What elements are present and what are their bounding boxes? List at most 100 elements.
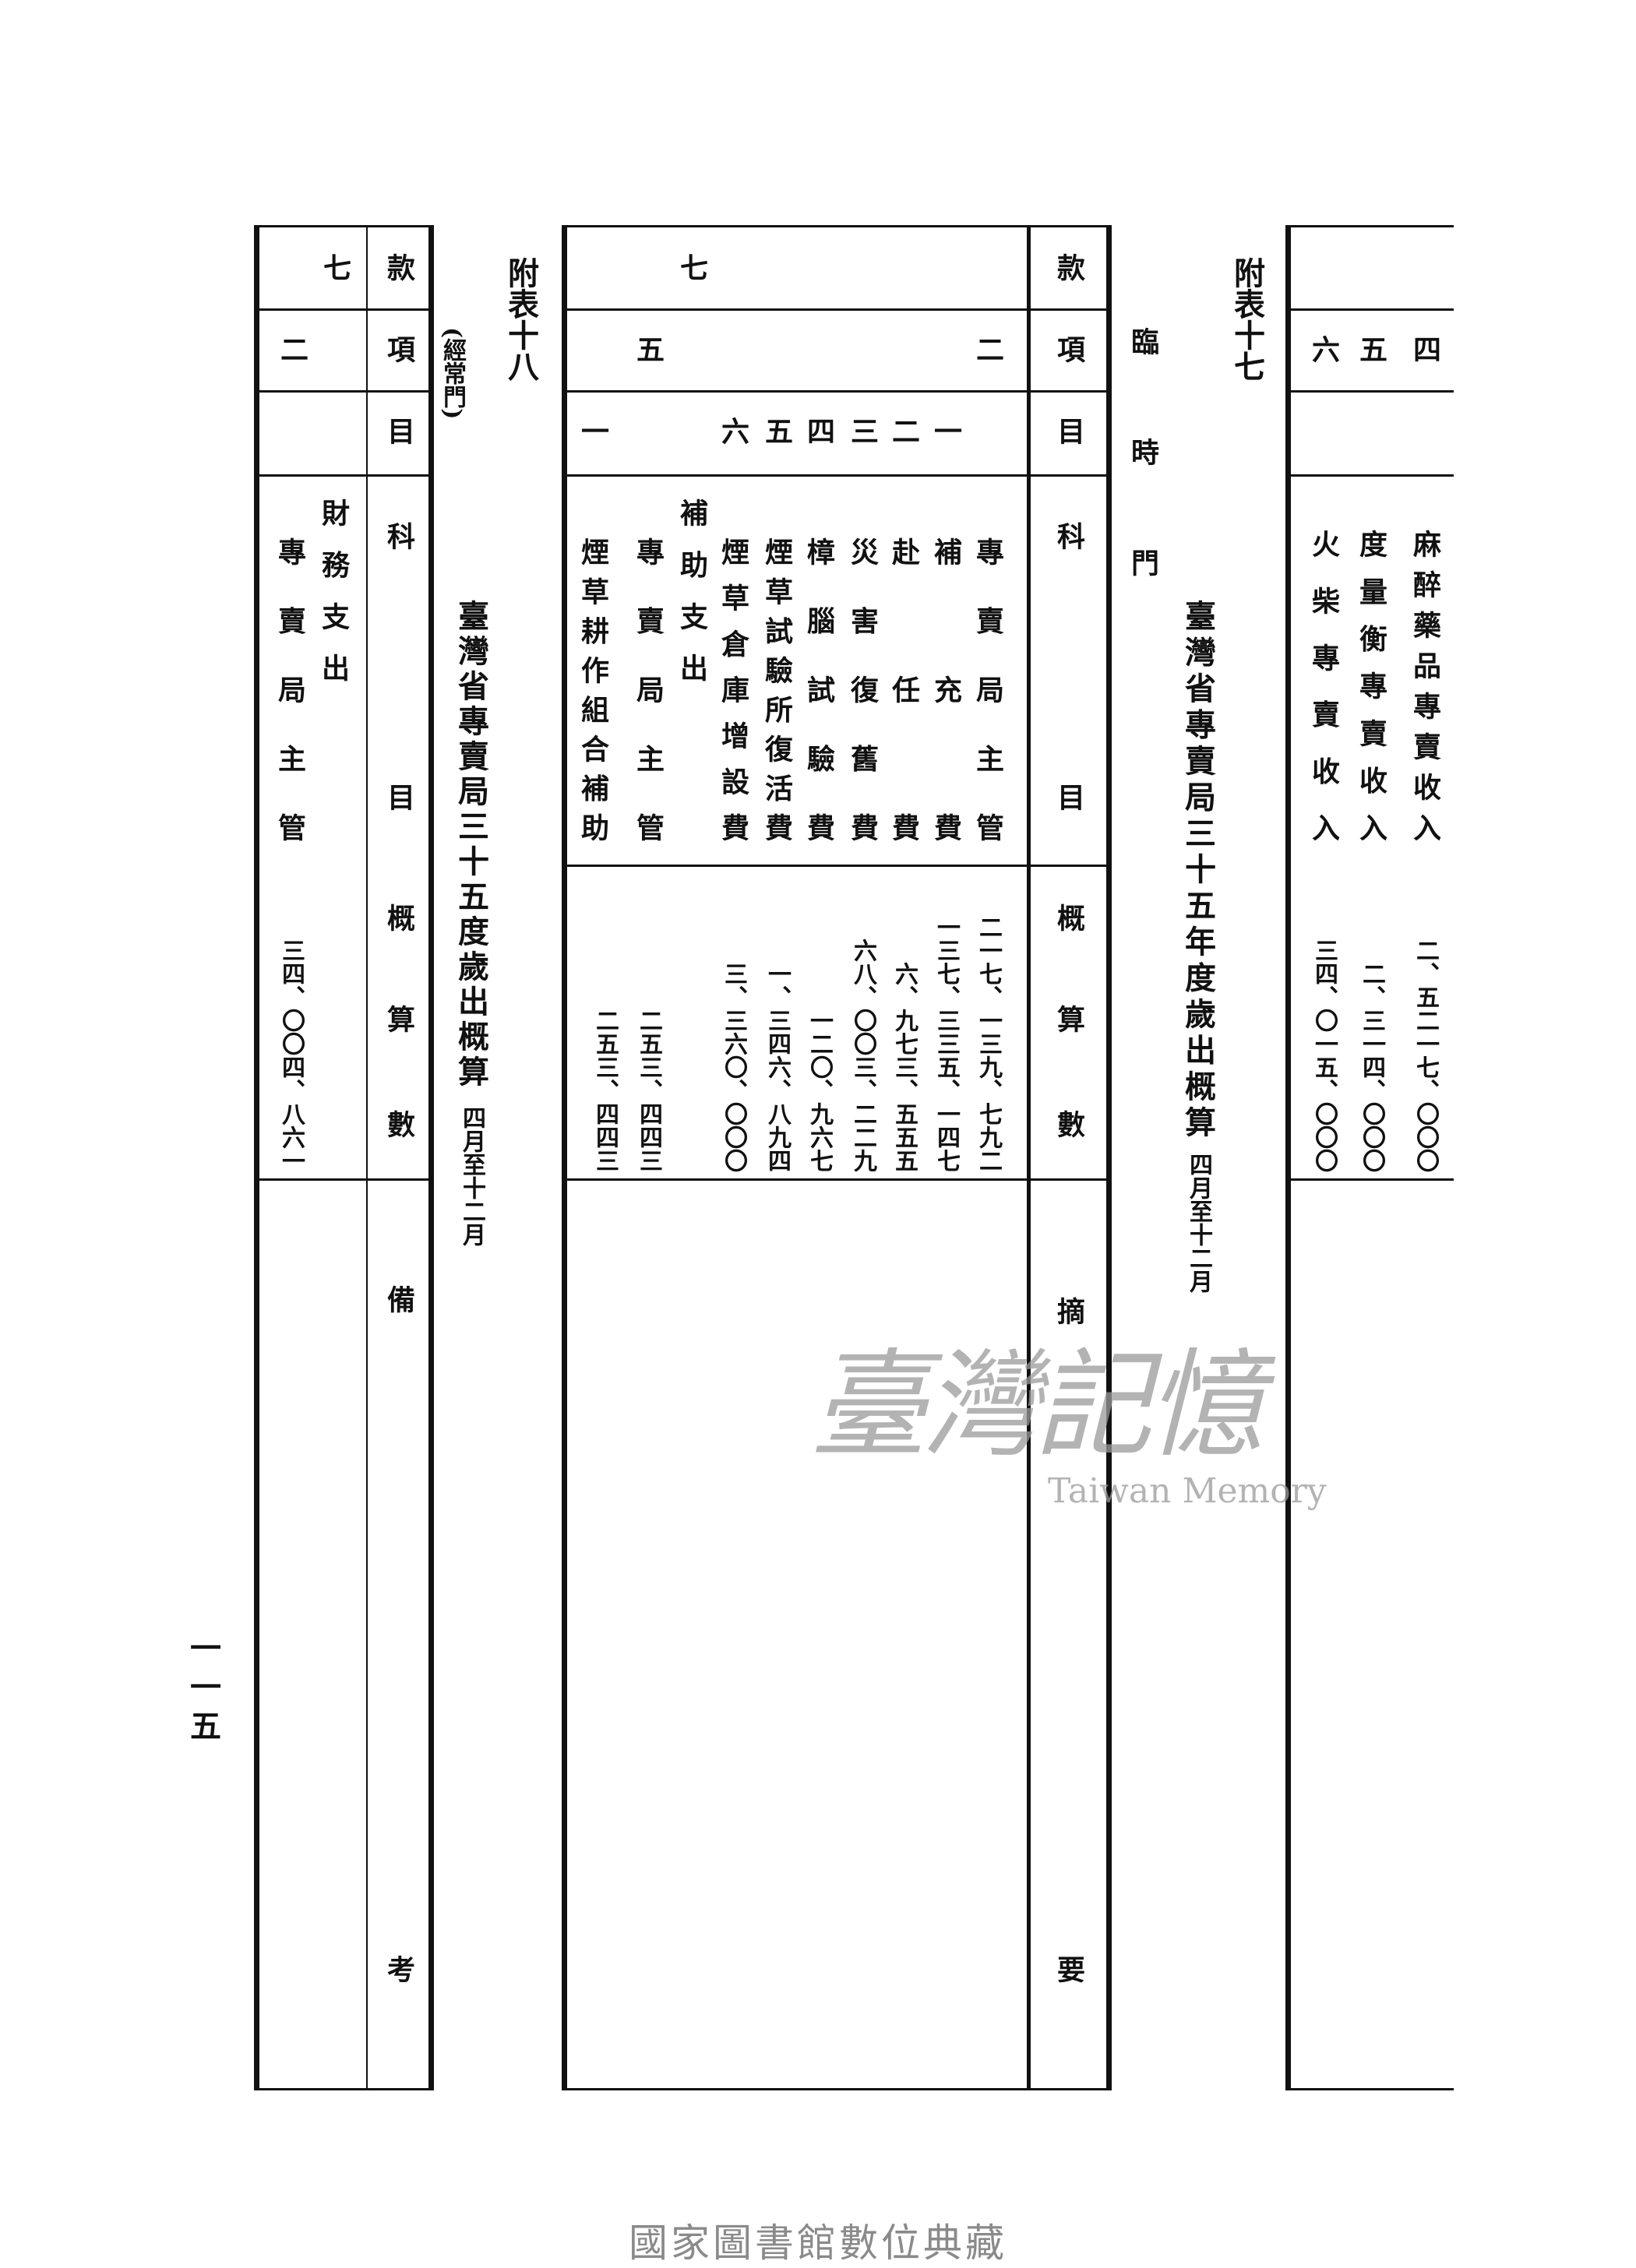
table-border — [428, 225, 434, 2090]
footer-archive-label: 國家圖書館數位典藏 — [629, 2220, 1007, 2266]
header-mu: 目 — [383, 417, 415, 445]
table-border — [1285, 225, 1291, 2090]
mu-number: 五 — [760, 417, 793, 445]
item-name: 赴任費 — [887, 537, 920, 841]
table-18-period: 四月至十二月 — [458, 1106, 485, 1246]
header-suan: 算 — [1052, 1005, 1085, 1033]
item-amount: 二五三、四四三 — [635, 1009, 662, 1172]
header-ke: 科 — [1052, 522, 1085, 550]
kuan-number: 七 — [319, 253, 351, 281]
header-ke: 科 — [383, 522, 415, 550]
amount: 三四、〇〇四、八六一 — [277, 939, 305, 1172]
mu-number: 三 — [846, 417, 879, 445]
row-divider — [1291, 474, 1454, 477]
item-amount: 二五三、四四三 — [591, 1009, 619, 1172]
item-amount: 二一七、一三九、七九二 — [975, 915, 1002, 1172]
item-name: 煙草倉庫增設費 — [717, 537, 749, 841]
kuan-number: 七 — [675, 253, 708, 281]
table-17-title: 臺灣省專賣局三十五年度歲出概算 — [1179, 600, 1216, 1137]
item-name: 度量衡專賣收入 — [1355, 530, 1387, 841]
row-divider — [259, 390, 429, 393]
header-shu: 數 — [383, 1110, 415, 1138]
row-divider — [259, 1178, 429, 1181]
watermark-english: Taiwan Memory — [1048, 1471, 1327, 1511]
table-17-section: 臨時門 — [1127, 327, 1159, 576]
mu-number: 一 — [576, 417, 609, 445]
item-name: 專賣局主管 — [971, 537, 1004, 841]
item-amount: 三、三六〇、〇〇〇 — [720, 962, 747, 1172]
mu-number: 六 — [717, 417, 749, 445]
item-name: 災害復舊費 — [846, 537, 879, 841]
table-border — [254, 225, 259, 2090]
item-name: 麻醉藥品專賣收入 — [1409, 530, 1441, 841]
table-border — [256, 2088, 432, 2090]
item-name: 煙草耕作組合補助 — [576, 537, 609, 841]
item-amount: 二、三一四、〇〇〇 — [1358, 962, 1385, 1172]
header-ke-mu: 目 — [1052, 783, 1085, 811]
table-18-title: 臺灣省專賣局三十五度歲出概算 — [453, 600, 489, 1086]
row-divider — [1291, 390, 1454, 393]
mu-number: 四 — [1409, 335, 1441, 363]
row-divider — [567, 308, 1108, 311]
item-amount: 六八、〇〇三、二二九 — [849, 939, 876, 1172]
ke-xiang-name: 專賣局主管 — [273, 537, 306, 841]
header-gai: 概 — [383, 903, 415, 932]
item-name: 專賣局主管 — [632, 537, 665, 841]
header-bei: 備 — [383, 1285, 415, 1313]
item-amount: 一二〇、九六七 — [806, 1009, 833, 1172]
item-amount: 六、九七三、五五五 — [890, 962, 918, 1172]
header-kuan: 款 — [383, 253, 415, 281]
table-border — [1288, 2088, 1454, 2090]
table-border — [564, 2088, 1111, 2090]
table-18-label: 附表十八 — [502, 257, 539, 382]
table-border — [562, 225, 567, 2090]
mu-number: 六 — [1307, 335, 1340, 363]
header-mu: 目 — [1052, 417, 1085, 445]
header-ke-mu: 目 — [383, 783, 415, 811]
row-divider — [259, 474, 429, 477]
column-divider — [1027, 225, 1031, 2090]
row-divider — [1291, 1178, 1454, 1181]
table-border — [564, 225, 1111, 227]
item-amount: 一三七、三三五、一四七 — [933, 915, 960, 1172]
row-divider — [567, 390, 1108, 393]
header-zhai: 摘 — [1052, 1297, 1085, 1325]
table-border — [256, 225, 432, 227]
item-amount: 一、三四六、八九四 — [763, 962, 791, 1172]
xiang-number: 二 — [276, 335, 309, 363]
table-border — [1288, 225, 1454, 227]
item-amount: 三四、〇一五、〇〇〇 — [1310, 939, 1338, 1172]
row-divider — [259, 308, 429, 311]
ke-kuan-name: 財務支出 — [317, 498, 350, 681]
mu-number: 四 — [802, 417, 835, 445]
header-kao: 考 — [383, 1955, 415, 1983]
item-name: 補充費 — [929, 537, 962, 841]
item-name: 煙草試驗所復活費 — [760, 537, 793, 841]
row-divider — [1291, 308, 1454, 311]
column-divider — [366, 225, 368, 2090]
header-gai: 概 — [1052, 903, 1085, 932]
item-name: 火柴專賣收入 — [1307, 530, 1340, 841]
header-kuan: 款 — [1052, 253, 1085, 281]
header-suan: 算 — [383, 1005, 415, 1033]
xiang-number: 二 — [971, 335, 1004, 363]
mu-number: 二 — [887, 417, 920, 445]
row-divider — [567, 1178, 1108, 1181]
header-yao: 要 — [1052, 1955, 1085, 1983]
header-shu: 數 — [1052, 1110, 1085, 1138]
mu-number: 一 — [929, 417, 962, 445]
row-divider — [567, 865, 1108, 867]
mu-number: 五 — [1355, 335, 1387, 363]
xiang-number: 五 — [632, 335, 665, 363]
watermark-chinese: 臺灣記憶 — [810, 1338, 1264, 1474]
row-divider — [567, 474, 1108, 477]
item-name: 補助支出 — [675, 498, 708, 681]
item-amount: 二、五二一七、〇〇〇 — [1412, 939, 1439, 1172]
table-17-label: 附表十七 — [1229, 257, 1265, 382]
header-xiang: 項 — [1052, 335, 1085, 363]
page-number: 一一五 — [185, 1632, 221, 1741]
header-xiang: 項 — [383, 335, 415, 363]
table-18-section: (經常門) — [439, 327, 466, 420]
table-17-period: 四月至十二月 — [1185, 1153, 1212, 1293]
item-name: 樟腦試驗費 — [802, 537, 835, 841]
